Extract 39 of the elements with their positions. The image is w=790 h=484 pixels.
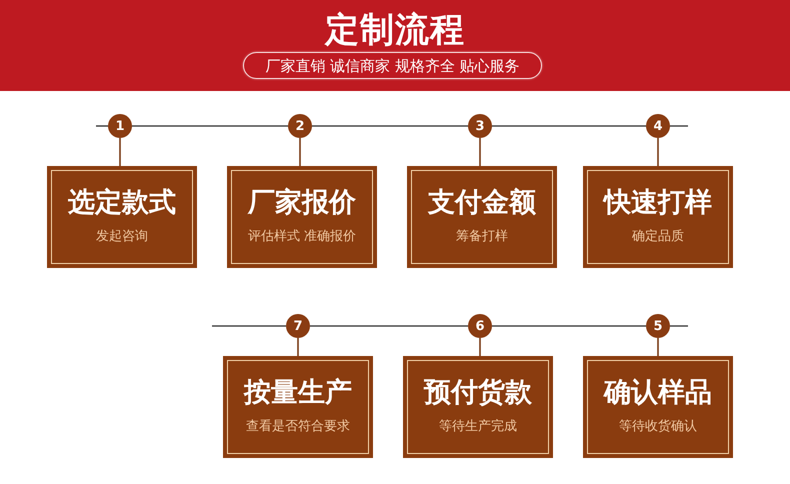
- step-subtitle: 筹备打样: [456, 228, 508, 246]
- connector-line: [670, 325, 688, 327]
- step-subtitle: 查看是否符合要求: [246, 418, 350, 436]
- step-card: [47, 166, 197, 268]
- connector-line: [312, 125, 468, 127]
- connector-line: [657, 338, 659, 356]
- step-subtitle: 评估样式 准确报价: [248, 228, 356, 246]
- step-title: 按量生产: [244, 376, 352, 410]
- connector-line: [212, 325, 286, 327]
- step-card: [223, 356, 373, 458]
- step-subtitle: 确定品质: [632, 228, 684, 246]
- step-card: [407, 166, 557, 268]
- step-title: 确认样品: [604, 376, 712, 410]
- connector-line: [492, 325, 646, 327]
- connector-line: [310, 325, 468, 327]
- step-title: 预付货款: [424, 376, 532, 410]
- connector-line: [479, 338, 481, 356]
- connector-line: [479, 138, 481, 166]
- connector-line: [297, 338, 299, 356]
- page-title: 定制流程: [325, 9, 465, 51]
- connector-line: [119, 138, 121, 166]
- slogan-pill: 厂家直销 诚信商家 规格齐全 贴心服务: [243, 52, 542, 79]
- step-card: [403, 356, 553, 458]
- connector-line: [657, 138, 659, 166]
- connector-line: [96, 125, 108, 127]
- step-title: 厂家报价: [248, 186, 356, 220]
- connector-line: [670, 125, 688, 127]
- step-title: 支付金额: [428, 186, 536, 220]
- connector-line: [132, 125, 288, 127]
- step-card: [583, 356, 733, 458]
- connector-line: [492, 125, 646, 127]
- step-subtitle: 发起咨询: [96, 228, 148, 246]
- step-subtitle: 等待收货确认: [619, 418, 697, 436]
- connector-line: [299, 138, 301, 166]
- step-title: 快速打样: [604, 186, 712, 220]
- step-card: [583, 166, 733, 268]
- step-subtitle: 等待生产完成: [439, 418, 517, 436]
- step-title: 选定款式: [68, 186, 176, 220]
- step-card: [227, 166, 377, 268]
